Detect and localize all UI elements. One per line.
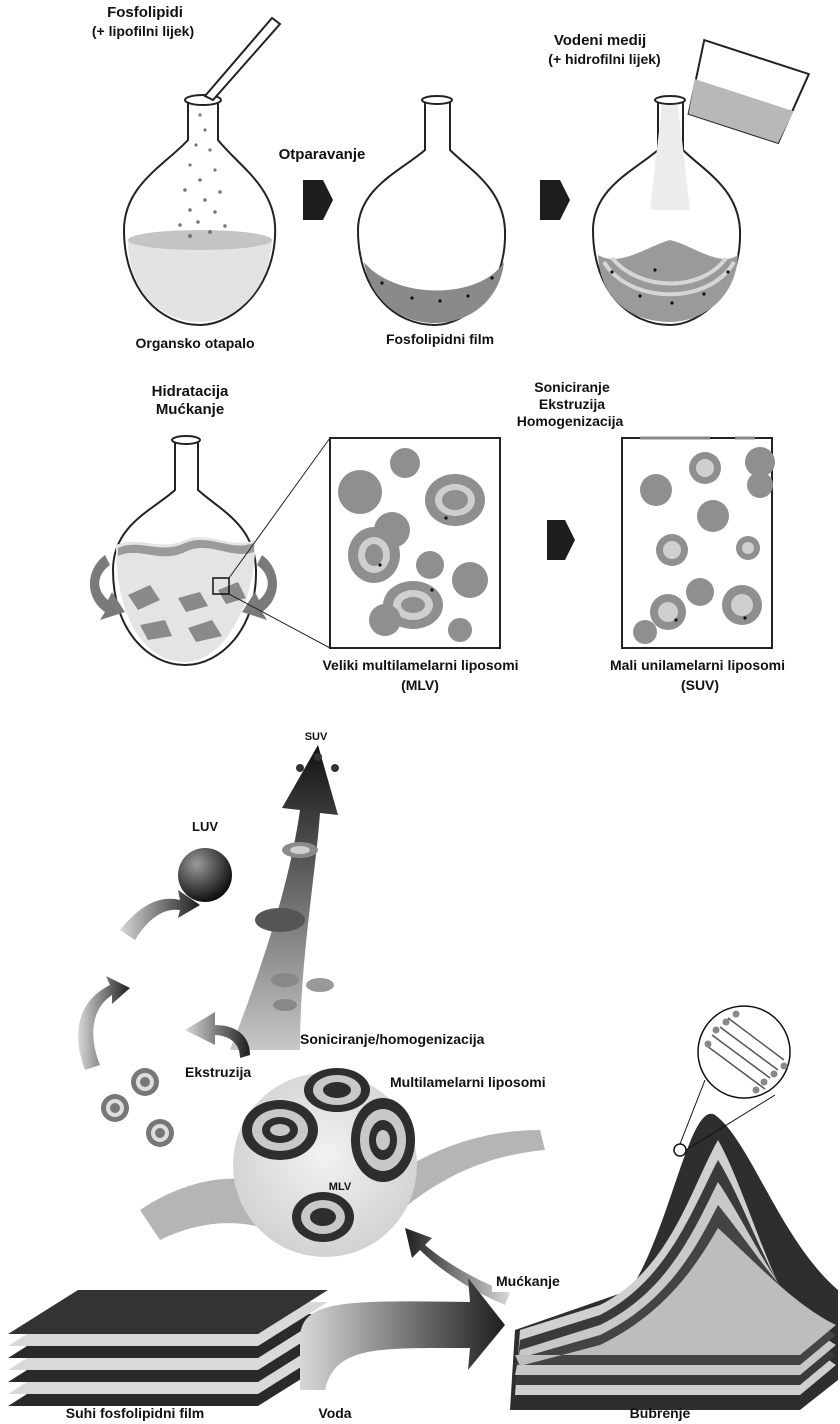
bilayer-zoom xyxy=(698,1006,790,1098)
flask-organic-solvent xyxy=(124,95,275,325)
curved-arrows xyxy=(78,890,250,1070)
flask-hydration xyxy=(113,436,256,665)
extrusion-label: Ekstruzija xyxy=(185,1063,251,1081)
extruded-liposomes xyxy=(101,1068,174,1147)
homogenization-label: Homogenizacija xyxy=(500,412,640,430)
process-arrow-3 xyxy=(547,520,575,560)
water-label: Voda xyxy=(305,1404,365,1422)
suv-caption-1: Mali unilamelarni liposomi xyxy=(580,656,815,674)
extrusion-label-mid: Ekstruzija xyxy=(512,395,632,413)
mlv-caption-1: Veliki multilamelarni liposomi xyxy=(293,656,548,674)
luv-sphere xyxy=(178,848,232,902)
suv-box xyxy=(622,438,775,648)
process-arrow-1 xyxy=(303,180,333,220)
shaking-label: Mućkanje xyxy=(496,1272,560,1290)
process-arrow-2 xyxy=(540,180,570,220)
lipid-label-1: Fosfolipidi xyxy=(70,4,220,22)
shaking-label-mid: Mućkanje xyxy=(140,401,240,419)
dry-lipid-film-stack xyxy=(8,1290,328,1406)
evaporation-label: Otparavanje xyxy=(262,146,382,164)
multilamellar-label: Multilamelarni liposomi xyxy=(390,1073,546,1091)
mlv-label: MLV xyxy=(320,1178,360,1196)
mlv-sphere xyxy=(140,1068,545,1257)
flask-phospholipid-film xyxy=(358,96,505,325)
swelling-lipid-layers xyxy=(510,1080,838,1410)
film-caption: Fosfolipidni film xyxy=(365,330,515,348)
hydration-label: Hidratacija xyxy=(140,383,240,401)
mlv-box xyxy=(330,438,500,648)
shaking-arrow xyxy=(405,1228,510,1305)
organic-solvent-caption: Organsko otapalo xyxy=(110,334,280,352)
sonication-label: Soniciranje xyxy=(512,378,632,396)
luv-label: LUV xyxy=(180,818,230,836)
beaker-pouring xyxy=(681,40,809,145)
sonication-homogenization-label: Soniciranje/homogenizacija xyxy=(300,1030,484,1048)
aqueous-label-2: (+ hidrofilni lijek) xyxy=(517,50,692,68)
aqueous-label-1: Vodeni medij xyxy=(540,32,660,50)
water-arrow xyxy=(300,1278,505,1390)
dry-film-label: Suhi fosfolipidni film xyxy=(20,1404,250,1422)
suv-label: SUV xyxy=(296,728,336,746)
flask-aqueous-medium xyxy=(593,96,740,325)
suv-caption-2: (SUV) xyxy=(650,676,750,694)
mlv-caption-2: (MLV) xyxy=(370,676,470,694)
swelling-label: Bubrenje xyxy=(610,1404,710,1422)
lipid-label-2: (+ lipofilni lijek) xyxy=(58,22,228,40)
